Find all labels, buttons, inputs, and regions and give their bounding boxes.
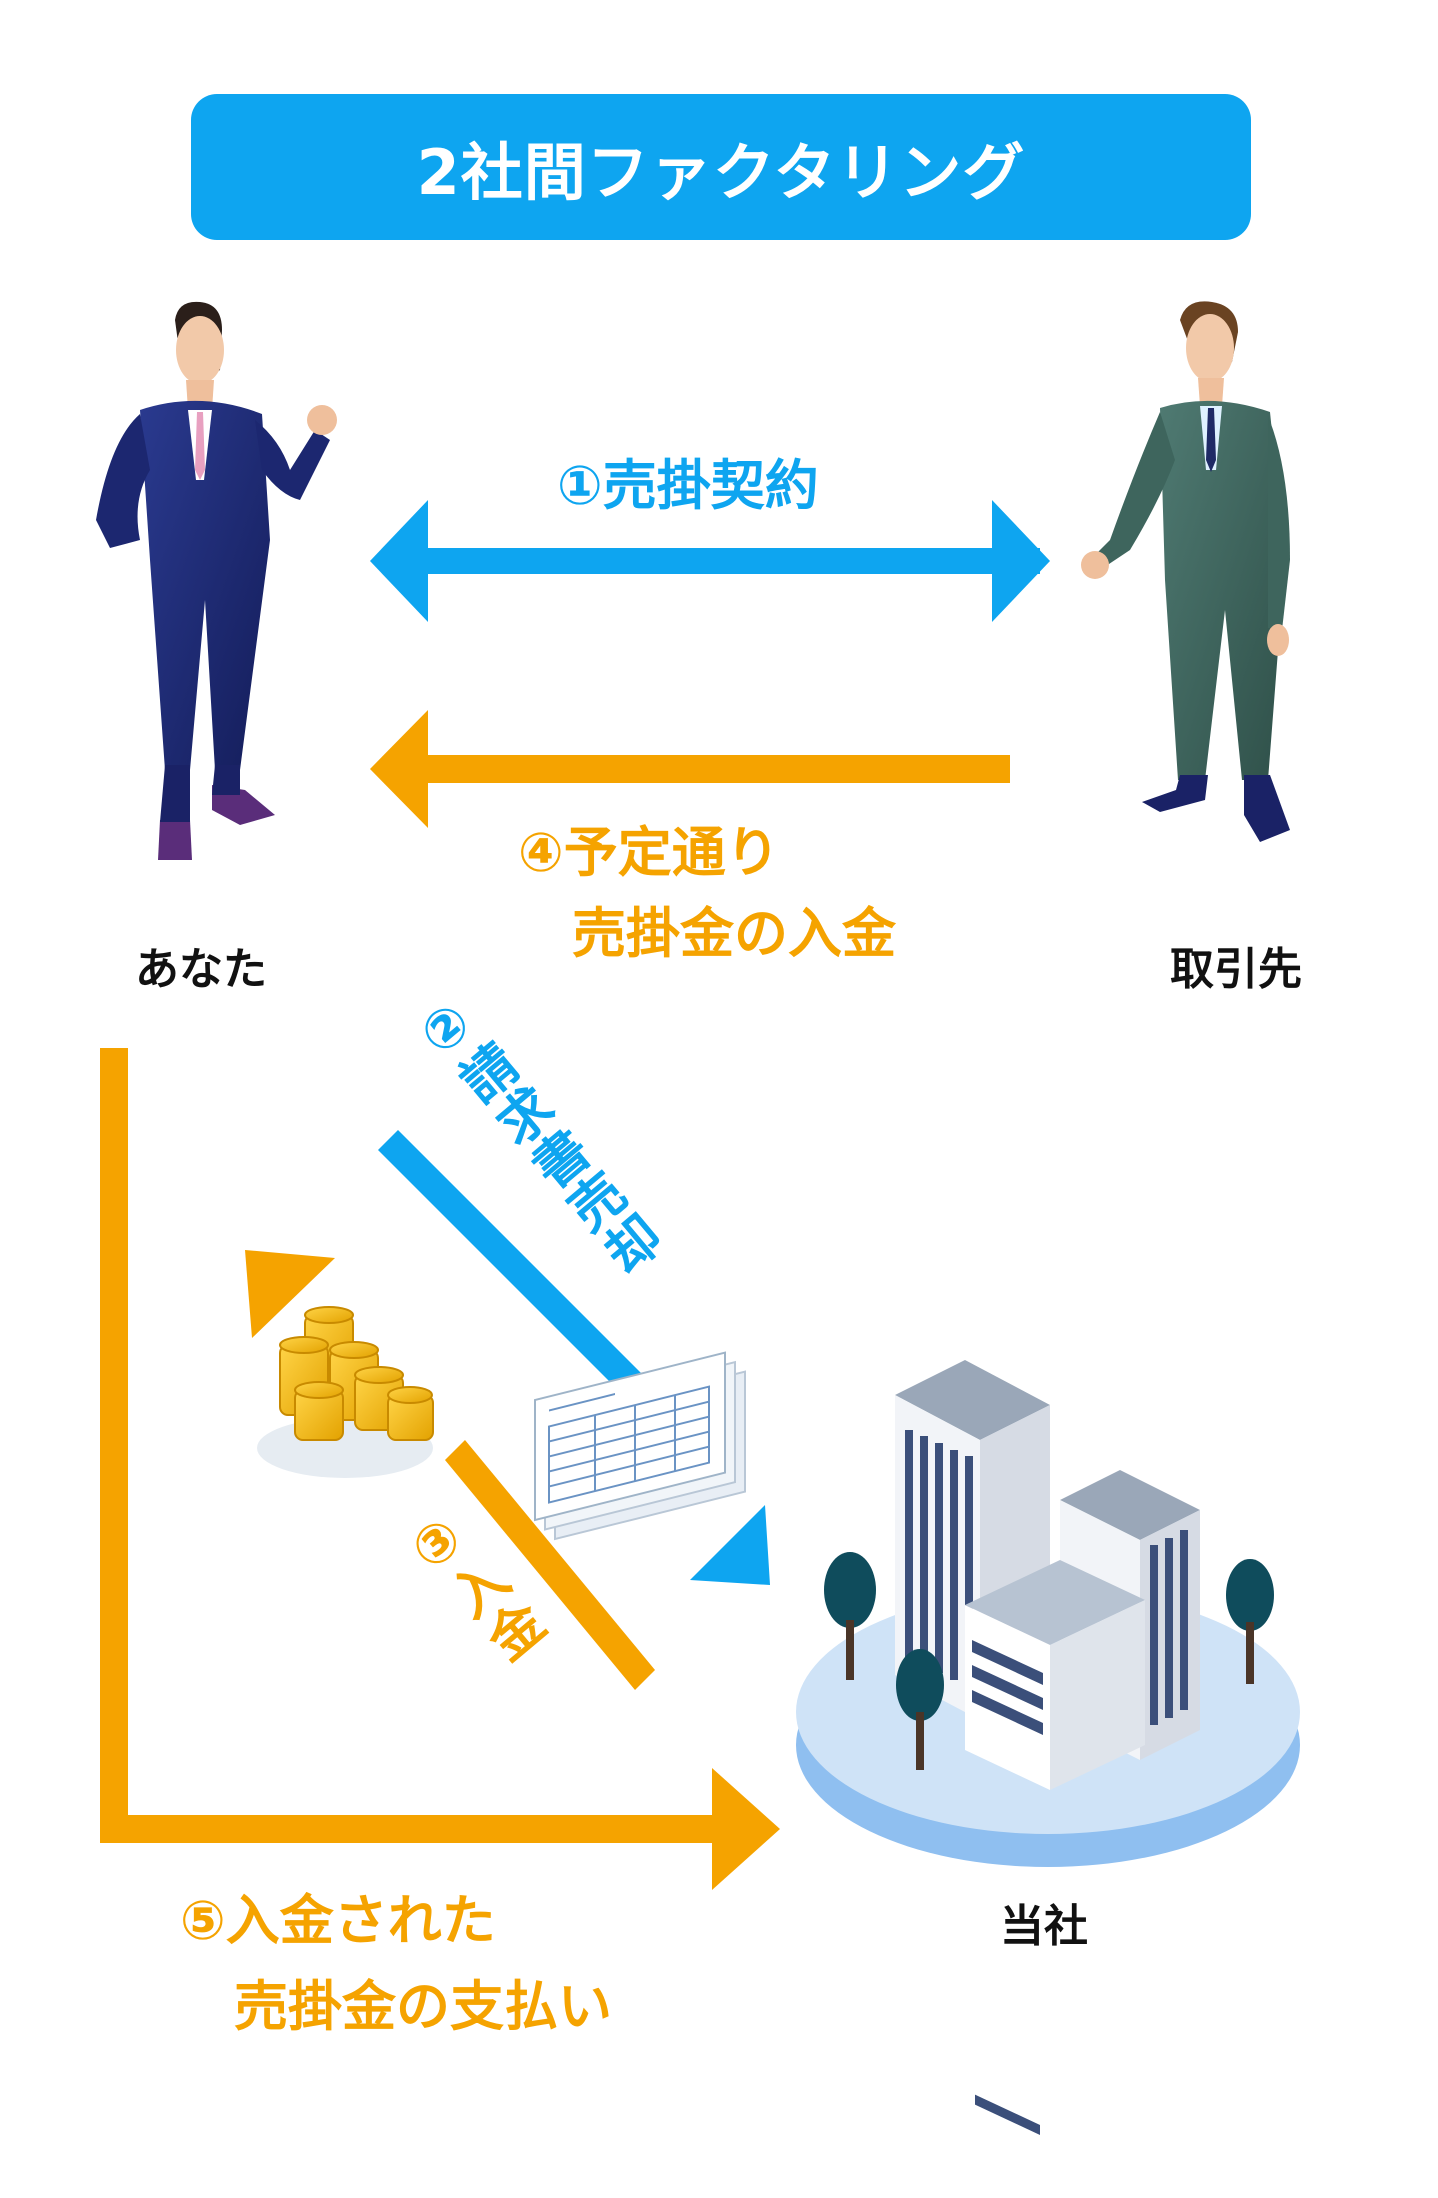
title-banner: 2社間ファクタリング: [191, 94, 1251, 240]
tree: [824, 1552, 1274, 1770]
arrow-funds-deposit: [245, 1250, 655, 1690]
coins-icon: [257, 1306, 434, 1478]
arrow-contract: [370, 500, 1050, 622]
step1-label: ①売掛契約: [557, 454, 819, 517]
arrow-payment-receipt: [370, 710, 1010, 828]
party-company: 当社: [1000, 1901, 1088, 1952]
office-buildings-icon: [796, 1360, 1300, 2135]
step4-label-line2: 売掛金の入金: [572, 902, 896, 965]
step4-label-line1: ④予定通り: [518, 821, 780, 884]
party-client: 取引先: [1170, 944, 1302, 995]
businessman-navy-icon: [96, 301, 337, 860]
invoice-documents-icon: [534, 1351, 746, 1541]
step5-label-line2: 売掛金の支払い: [234, 1975, 612, 2038]
businessman-green-icon: [1081, 301, 1290, 842]
party-you: あなた: [135, 944, 267, 995]
page-title: 2社間ファクタリング: [416, 136, 1026, 209]
step5-label-line1: ⑤入金された: [180, 1889, 496, 1952]
arrow-remit-payment: [100, 1048, 780, 1890]
